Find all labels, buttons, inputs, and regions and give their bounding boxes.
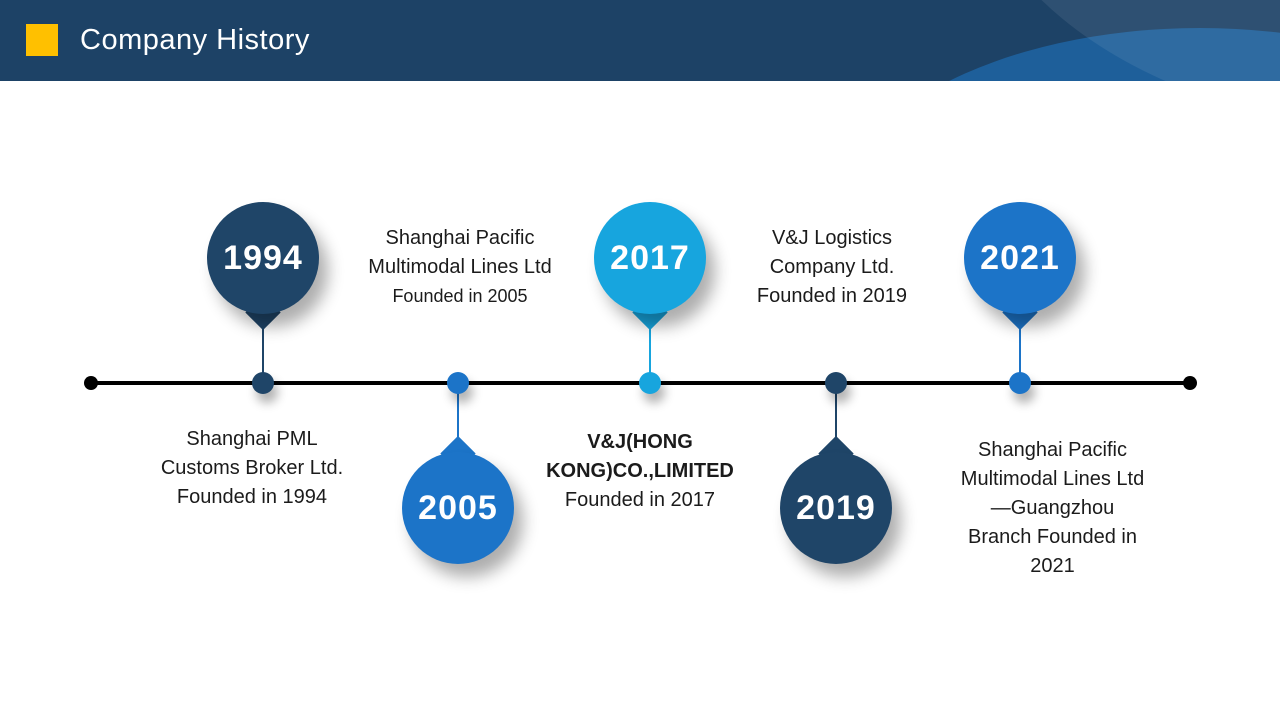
milestone-note-2021: Shanghai Pacific Multimodal Lines Ltd—Gu…: [960, 436, 1145, 581]
bubble-connector: [1019, 322, 1021, 380]
milestone-founded: Founded in 2017: [564, 489, 716, 511]
milestone-description: Shanghai Pacific Multimodal Lines Ltd: [368, 227, 552, 278]
accent-square: [26, 24, 58, 56]
timeline-dot-2019: [825, 372, 847, 394]
bubble-connector: [262, 322, 264, 380]
year-label: 2019: [796, 488, 876, 527]
milestone-note-2005: Shanghai Pacific Multimodal Lines Ltd Fo…: [345, 224, 575, 310]
milestone-founded: Founded in 1994: [176, 486, 328, 508]
milestone-description: Shanghai Pacific Multimodal Lines Ltd—Gu…: [960, 439, 1145, 577]
timeline-dot-1994: [252, 372, 274, 394]
milestone-note-1994: Shanghai PML Customs Broker Ltd. Founded…: [152, 425, 352, 512]
bubble-connector: [649, 322, 651, 380]
year-label: 1994: [223, 238, 303, 277]
timeline-dot-2017: [639, 372, 661, 394]
milestone-description: V&J(HONG KONG)CO.,LIMITED: [546, 431, 734, 482]
timeline-dot-2021: [1009, 372, 1031, 394]
timeline-end-dot: [1183, 376, 1197, 390]
milestone-description: Shanghai PML Customs Broker Ltd.: [160, 428, 344, 479]
year-bubble-2019: 2019: [780, 452, 892, 564]
milestone-founded: Founded in 2019: [756, 285, 908, 307]
year-label: 2005: [418, 488, 498, 527]
year-bubble-1994: 1994: [207, 202, 319, 314]
bubble-connector: [835, 386, 837, 444]
milestone-note-2017: V&J(HONG KONG)CO.,LIMITED Founded in 201…: [525, 428, 755, 515]
timeline-dot-2005: [447, 372, 469, 394]
year-bubble-2005: 2005: [402, 452, 514, 564]
page-title: Company History: [80, 24, 310, 56]
header-bar: Company History: [0, 0, 1280, 81]
year-label: 2017: [610, 238, 690, 277]
milestone-description: V&J Logistics Company Ltd.: [769, 227, 895, 278]
timeline-start-dot: [84, 376, 98, 390]
year-label: 2021: [980, 238, 1060, 277]
year-bubble-2017: 2017: [594, 202, 706, 314]
bubble-connector: [457, 386, 459, 444]
year-bubble-2021: 2021: [964, 202, 1076, 314]
milestone-founded: Founded in 2005: [392, 286, 528, 306]
milestone-note-2019: V&J Logistics Company Ltd. Founded in 20…: [747, 224, 917, 311]
